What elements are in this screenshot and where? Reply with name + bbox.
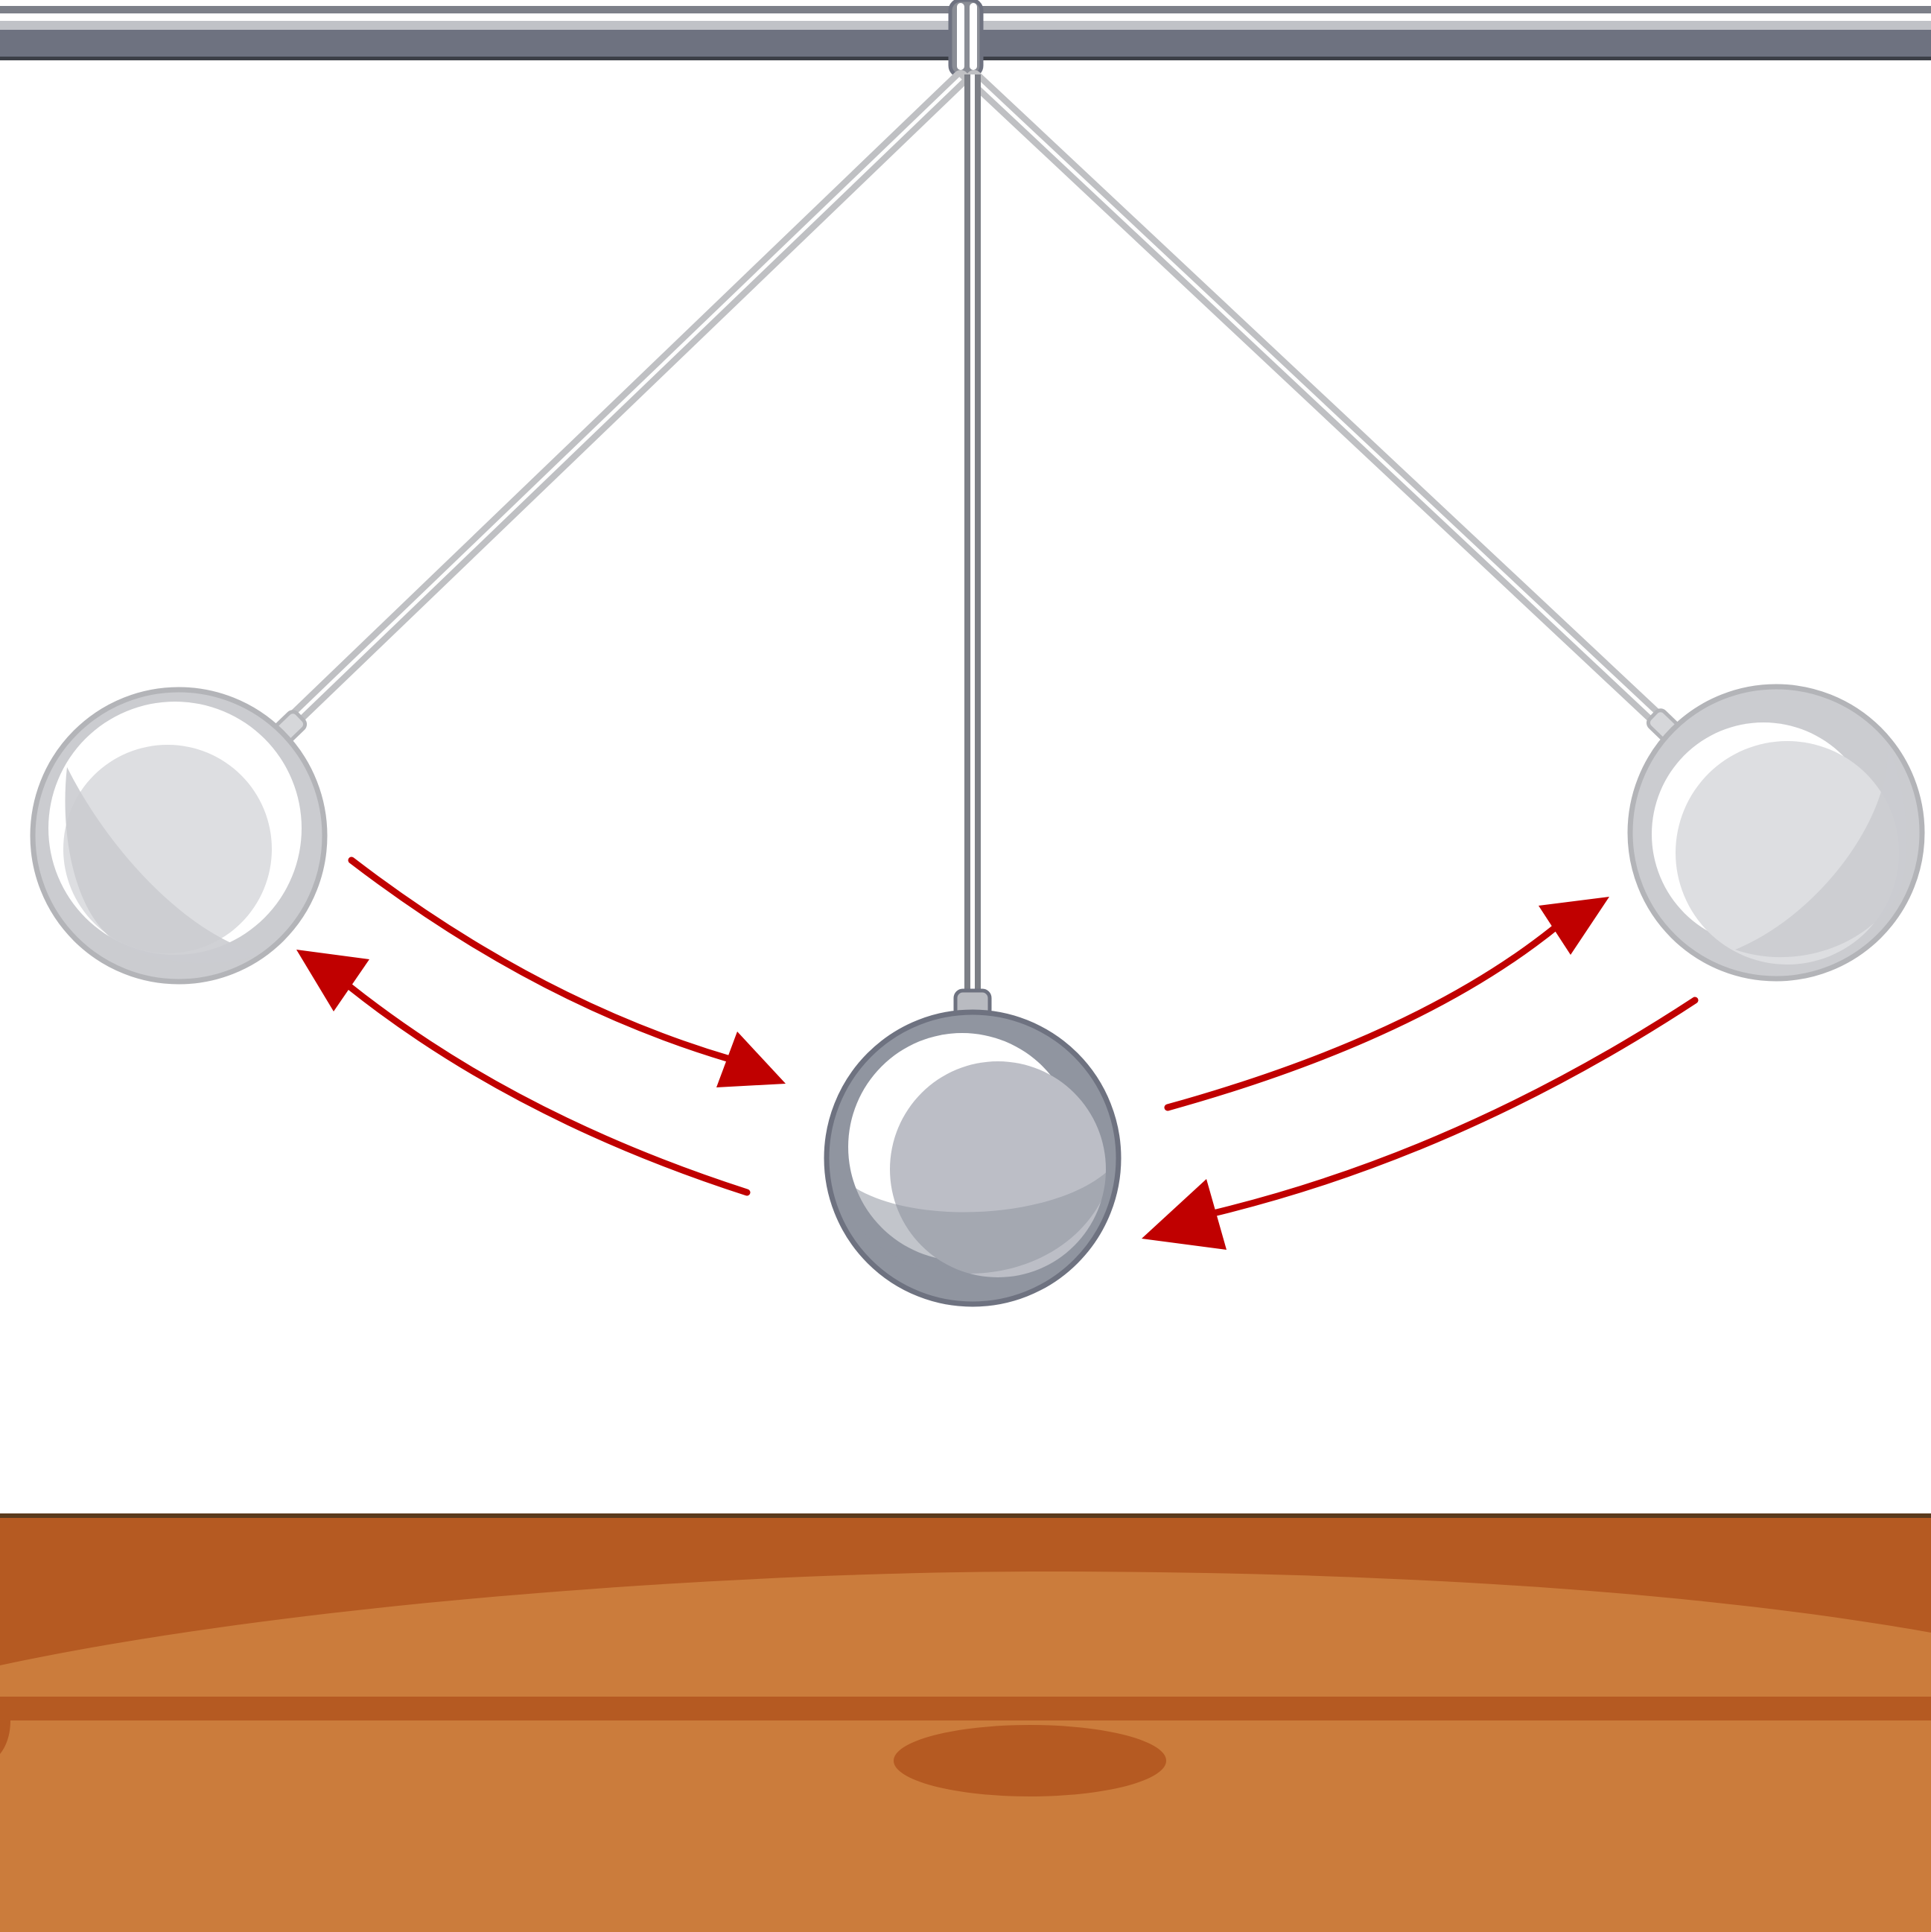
center-bob [824,1009,1122,1307]
arrow-center-to-left-icon [296,950,751,1196]
pivot-clamp [948,0,984,78]
arrow-center-to-right-icon [1164,897,1609,1111]
table-knot [894,1725,1166,1796]
left-bob [30,687,328,985]
arrow-left-to-center-icon [348,857,786,1087]
table [0,1513,1931,1932]
right-bob [1627,684,1925,982]
arrow-right-to-center-icon [1142,997,1699,1250]
